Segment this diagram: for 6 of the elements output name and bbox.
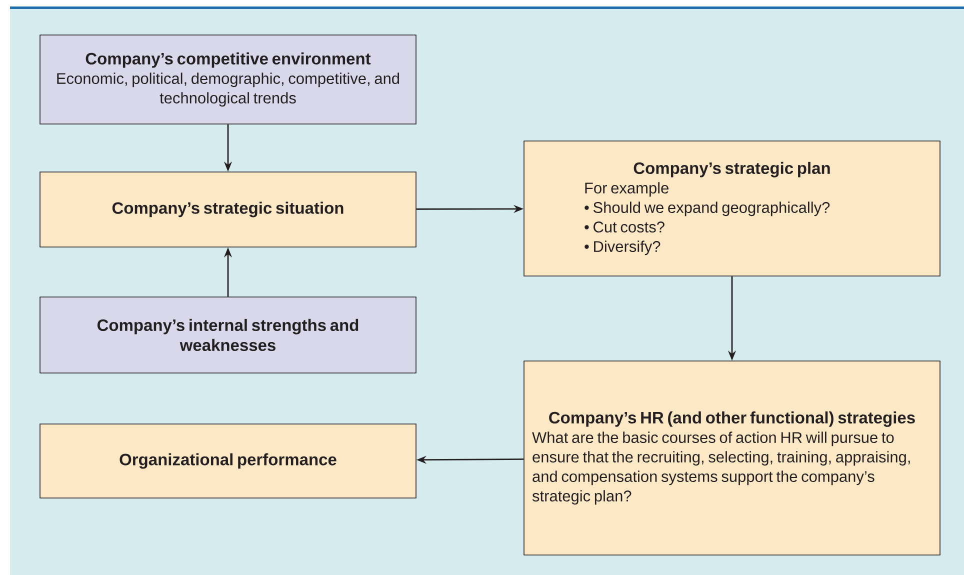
text-box: Company’s HR (and other functional) strategies What are the basic courses of action HR will pursue to ensure that the recruiting, selecting, training, appraising, and compensation systems support the company’s strategic plan? [524, 360, 940, 556]
text-box: Company’s strategic plan For example • Should we expand geographically? • Cut costs? • Diversify? [524, 140, 940, 276]
text-box: Company’s competitive environment Economic, political, demographic, competitive, and technological trends [40, 34, 416, 124]
text-box: Company’s internal strengths and weaknesses [40, 296, 416, 374]
text-box: Company’s strategic situation [40, 172, 416, 248]
text-box: Organizational performance [40, 424, 416, 498]
